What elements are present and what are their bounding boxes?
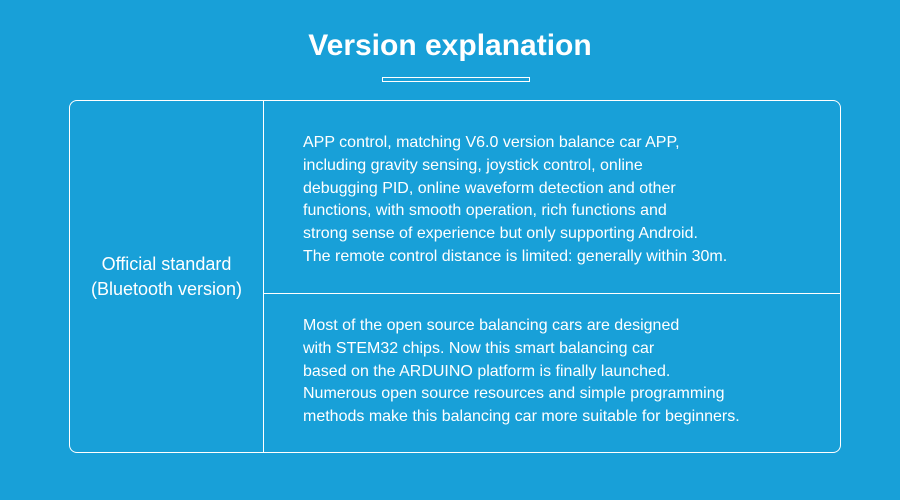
version-table: Official standard (Bluetooth version) AP… — [69, 100, 841, 453]
description-line: The remote control distance is limited: … — [303, 247, 728, 265]
version-label-cell: Official standard (Bluetooth version) — [70, 101, 263, 452]
description-line: strong sense of experience but only supp… — [303, 225, 698, 243]
description-line: based on the ARDUINO platform is finally… — [303, 362, 671, 380]
title-underline — [382, 77, 530, 82]
version-label-line: (Bluetooth version) — [90, 278, 243, 299]
version-label: Official standard (Bluetooth version) — [91, 252, 242, 302]
description-line: including gravity sensing, joystick cont… — [303, 156, 643, 174]
description-line: APP control, matching V6.0 version balan… — [303, 134, 680, 151]
description-line: methods make this balancing car more sui… — [303, 408, 740, 426]
column-divider — [263, 101, 264, 452]
version-label-line: Official standard — [101, 253, 232, 274]
description-line: Numerous open source resources and simpl… — [303, 385, 725, 403]
description-arduino-platform: Most of the open source balancing cars a… — [303, 315, 740, 429]
row-divider — [263, 293, 840, 294]
description-line: Most of the open source balancing cars a… — [303, 317, 680, 334]
description-line: debugging PID, online waveform detection… — [303, 179, 676, 197]
description-app-control: APP control, matching V6.0 version balan… — [303, 132, 727, 269]
description-line: with STEM32 chips. Now this smart balanc… — [303, 339, 655, 357]
description-line: functions, with smooth operation, rich f… — [303, 202, 667, 220]
page-title: Version explanation — [308, 29, 592, 62]
